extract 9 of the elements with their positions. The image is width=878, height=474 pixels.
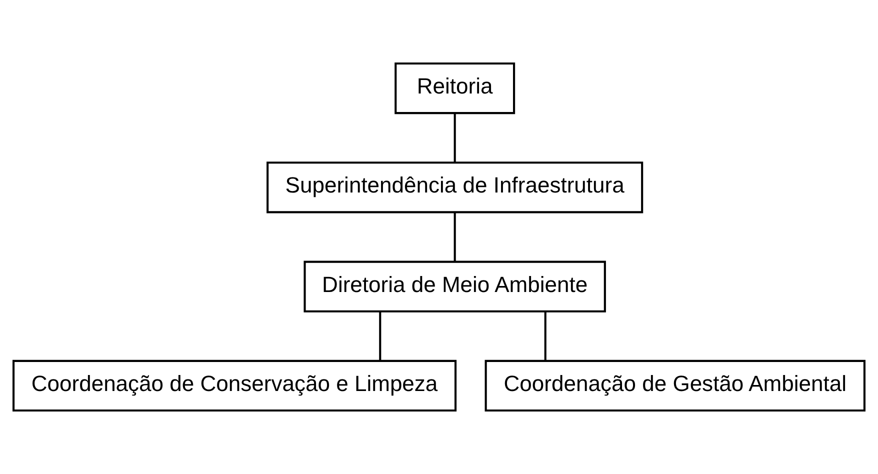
connector: [544, 312, 546, 360]
connector: [454, 212, 456, 262]
node-box: Coordenação de Gestão Ambiental: [484, 360, 866, 412]
node-box: Reitoria: [394, 62, 516, 114]
connector: [454, 113, 456, 162]
node-box: Coordenação de Conservação e Limpeza: [12, 360, 457, 412]
node-box: Superintendência de Infraestrutura: [266, 162, 644, 214]
connector: [379, 312, 382, 360]
node-box: Diretoria de Meio Ambiente: [304, 260, 606, 312]
